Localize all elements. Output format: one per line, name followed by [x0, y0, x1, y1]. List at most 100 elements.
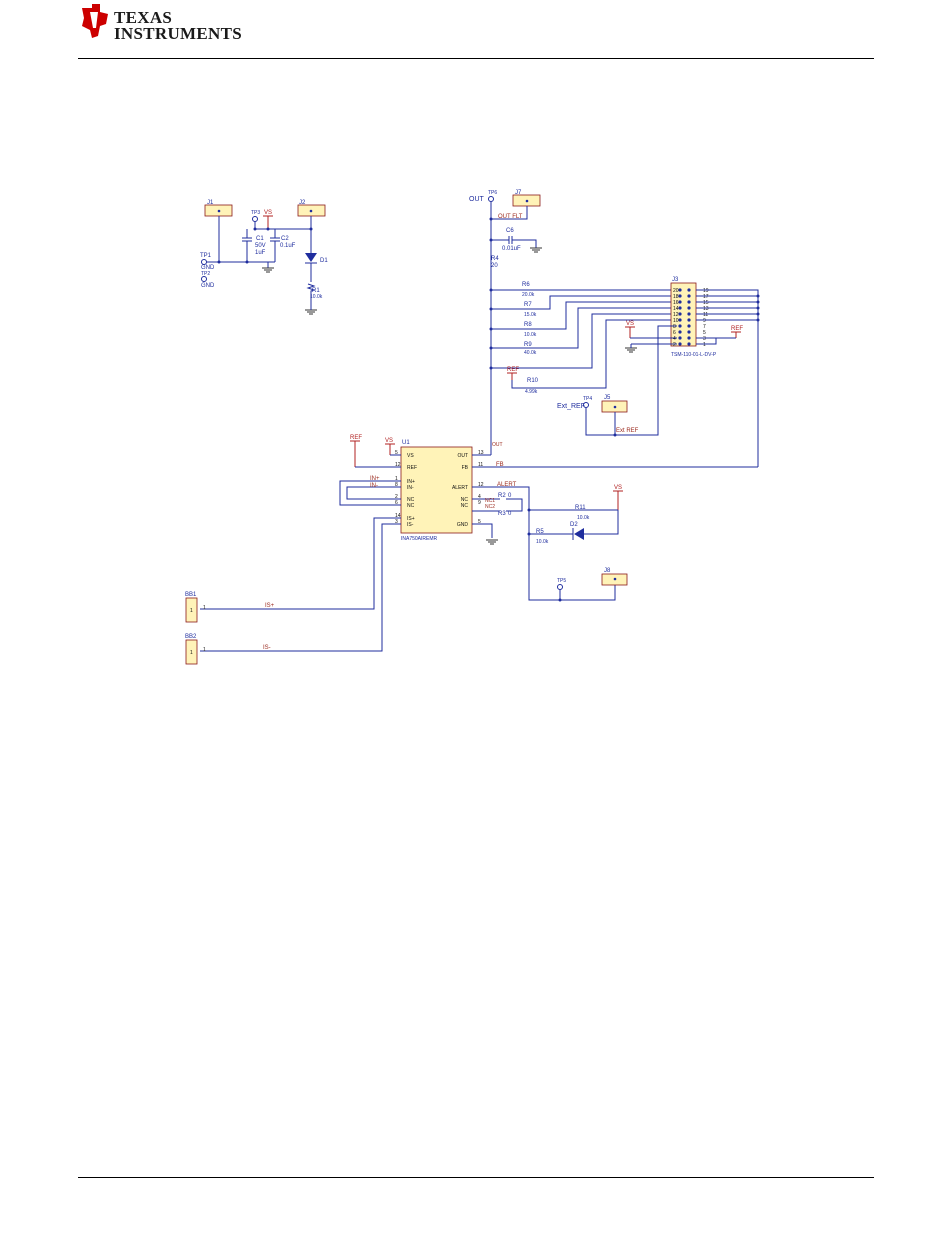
bb2-label: BB2 — [185, 634, 197, 640]
u1-ref: U1 — [402, 440, 410, 446]
u1-pin-right-num: 5 — [478, 519, 481, 525]
j7-net-label: OUT FLT — [498, 214, 523, 220]
is-minus-net: IS- — [263, 645, 271, 651]
tp3-label: TP3 — [251, 210, 260, 216]
u1-pin-left-name: VS — [407, 453, 414, 459]
j3-pin-right: 3 — [703, 336, 706, 342]
gnd-label-1: GND — [201, 265, 215, 271]
tp2-label: TP2 — [201, 271, 210, 277]
r3-label: R3 — [498, 511, 506, 517]
header-rule — [78, 58, 874, 59]
in-plus-net: IN+ — [370, 476, 380, 482]
j3-pin-dot — [678, 288, 682, 292]
r4-value: 20 — [491, 263, 498, 269]
j5-label: J5 — [604, 395, 611, 401]
u1-pin-left-name: NC — [407, 503, 415, 509]
r4-label: R4 — [491, 256, 499, 262]
u1-part: INA750AIREMR — [401, 536, 438, 542]
j3-pin-left: 14 — [673, 306, 679, 312]
u1-pin-right-num: 13 — [478, 450, 484, 456]
nc2-net: NC2 — [485, 504, 495, 510]
tp1-label: TP1 — [200, 253, 212, 259]
c1-value-cap: 1uF — [255, 250, 266, 256]
ic-u1: U1 INA750AIREMR VS5REF12IN+1IN-8NC2NC6IS… — [200, 435, 758, 652]
out-net-ic: OUT — [492, 442, 503, 448]
u1-pin-left-num: 5 — [395, 450, 398, 456]
power-section: J1 J2 TP3 VS C1 50V 1uF C2 0.1uF — [200, 200, 328, 315]
r7-value: 15.0k — [524, 312, 537, 318]
nc1-net: NC1 — [485, 498, 495, 504]
u1-pin-left-num: 12 — [395, 462, 401, 468]
out-net-label: OUT — [469, 196, 485, 203]
tp6-label: TP6 — [488, 190, 497, 196]
u1-body — [400, 446, 473, 534]
j3-pin-left: 12 — [673, 312, 679, 318]
u1-pin-right-name: ALERT — [452, 485, 468, 491]
vs-flag-1: VS — [264, 210, 272, 216]
j3-pin-right: 11 — [703, 312, 708, 318]
j3-part-number: TSM-110-01-L-DV-P — [671, 352, 717, 358]
u1-pin-left-name: REF — [407, 465, 417, 471]
j3-pin-left: 8 — [673, 324, 676, 330]
j3-pin-dot — [687, 330, 691, 334]
r8-value: 10.0k — [524, 332, 537, 338]
gnd-label-2: GND — [201, 283, 215, 289]
j8-label: J8 — [604, 568, 611, 574]
d1-label: D1 — [320, 258, 328, 264]
r5-label: R5 — [536, 529, 544, 535]
u1-pin-right-name: FB — [462, 465, 469, 471]
u1-pin-left-name: IN+ — [407, 479, 415, 485]
r6-value: 20.0k — [522, 292, 535, 298]
u1-pin-left-name: IN- — [407, 485, 414, 491]
c1-value-voltage: 50V — [255, 243, 266, 249]
d2-led-icon — [574, 528, 584, 540]
is-plus-net: IS+ — [265, 603, 275, 609]
u1-pin-left-name: NC — [407, 497, 415, 503]
bus-bars: BB1 1 1 BB2 1 1 — [185, 592, 206, 665]
bb1-label: BB1 — [185, 592, 197, 598]
j3-pin-right: 1 — [703, 342, 706, 348]
u1-pin-right-num: 12 — [478, 482, 484, 488]
u1-pin-right-name: OUT — [457, 453, 468, 459]
output-section: TP6 OUT J7 OUT FLT C6 0.01uF R4 20 R6 20… — [469, 190, 760, 467]
u1-pin-left-num: 14 — [395, 513, 401, 519]
j3-pin-dot — [678, 312, 682, 316]
bb2-bar — [185, 639, 198, 665]
j3-pin-dot — [678, 294, 682, 298]
alert-net: ALERT — [497, 482, 517, 488]
r7-label: R7 — [524, 302, 532, 308]
r3-value: 0 — [508, 511, 512, 517]
in-minus-net: IN- — [370, 483, 378, 489]
j3-pin-dot — [678, 300, 682, 304]
u1-pin-right-name: NC — [461, 503, 469, 509]
j3-pin-dot — [687, 306, 691, 310]
r9-value: 40.0k — [524, 350, 537, 356]
c1-label: C1 — [256, 236, 264, 242]
r11-value: 10.0k — [577, 515, 590, 521]
r9-label: R9 — [524, 342, 532, 348]
j3-pin-dot — [687, 288, 691, 292]
j3-pin-left: 10 — [673, 318, 679, 324]
fb-net: FB — [496, 462, 504, 468]
c2-value: 0.1uF — [280, 243, 296, 249]
u1-pin-left-name: IS- — [407, 522, 414, 528]
j3-connector — [670, 282, 697, 347]
j1-label: J1 — [207, 200, 214, 206]
r10-value: 4.99k — [525, 389, 538, 395]
r6-label: R6 — [522, 282, 530, 288]
ti-logo-icon — [82, 4, 108, 38]
bb1-bar — [185, 597, 198, 623]
u1-pin-right-num: 4 — [478, 494, 481, 500]
j3-pin-dot — [678, 336, 682, 340]
vs-flag-3: VS — [385, 438, 393, 444]
u1-pin-left-num: 2 — [395, 494, 398, 500]
j3-label: J3 — [672, 277, 679, 283]
j2-label: J2 — [299, 200, 306, 206]
j3-pin-left: 2 — [673, 342, 676, 348]
footer-rule — [78, 1177, 874, 1178]
j3-pin-right: 13 — [703, 306, 709, 312]
u1-pin-right-num: 9 — [478, 500, 481, 506]
ref-flag-3: REF — [350, 435, 362, 441]
j3-pin-right: 15 — [703, 300, 709, 306]
j3-pin-dot — [678, 306, 682, 310]
